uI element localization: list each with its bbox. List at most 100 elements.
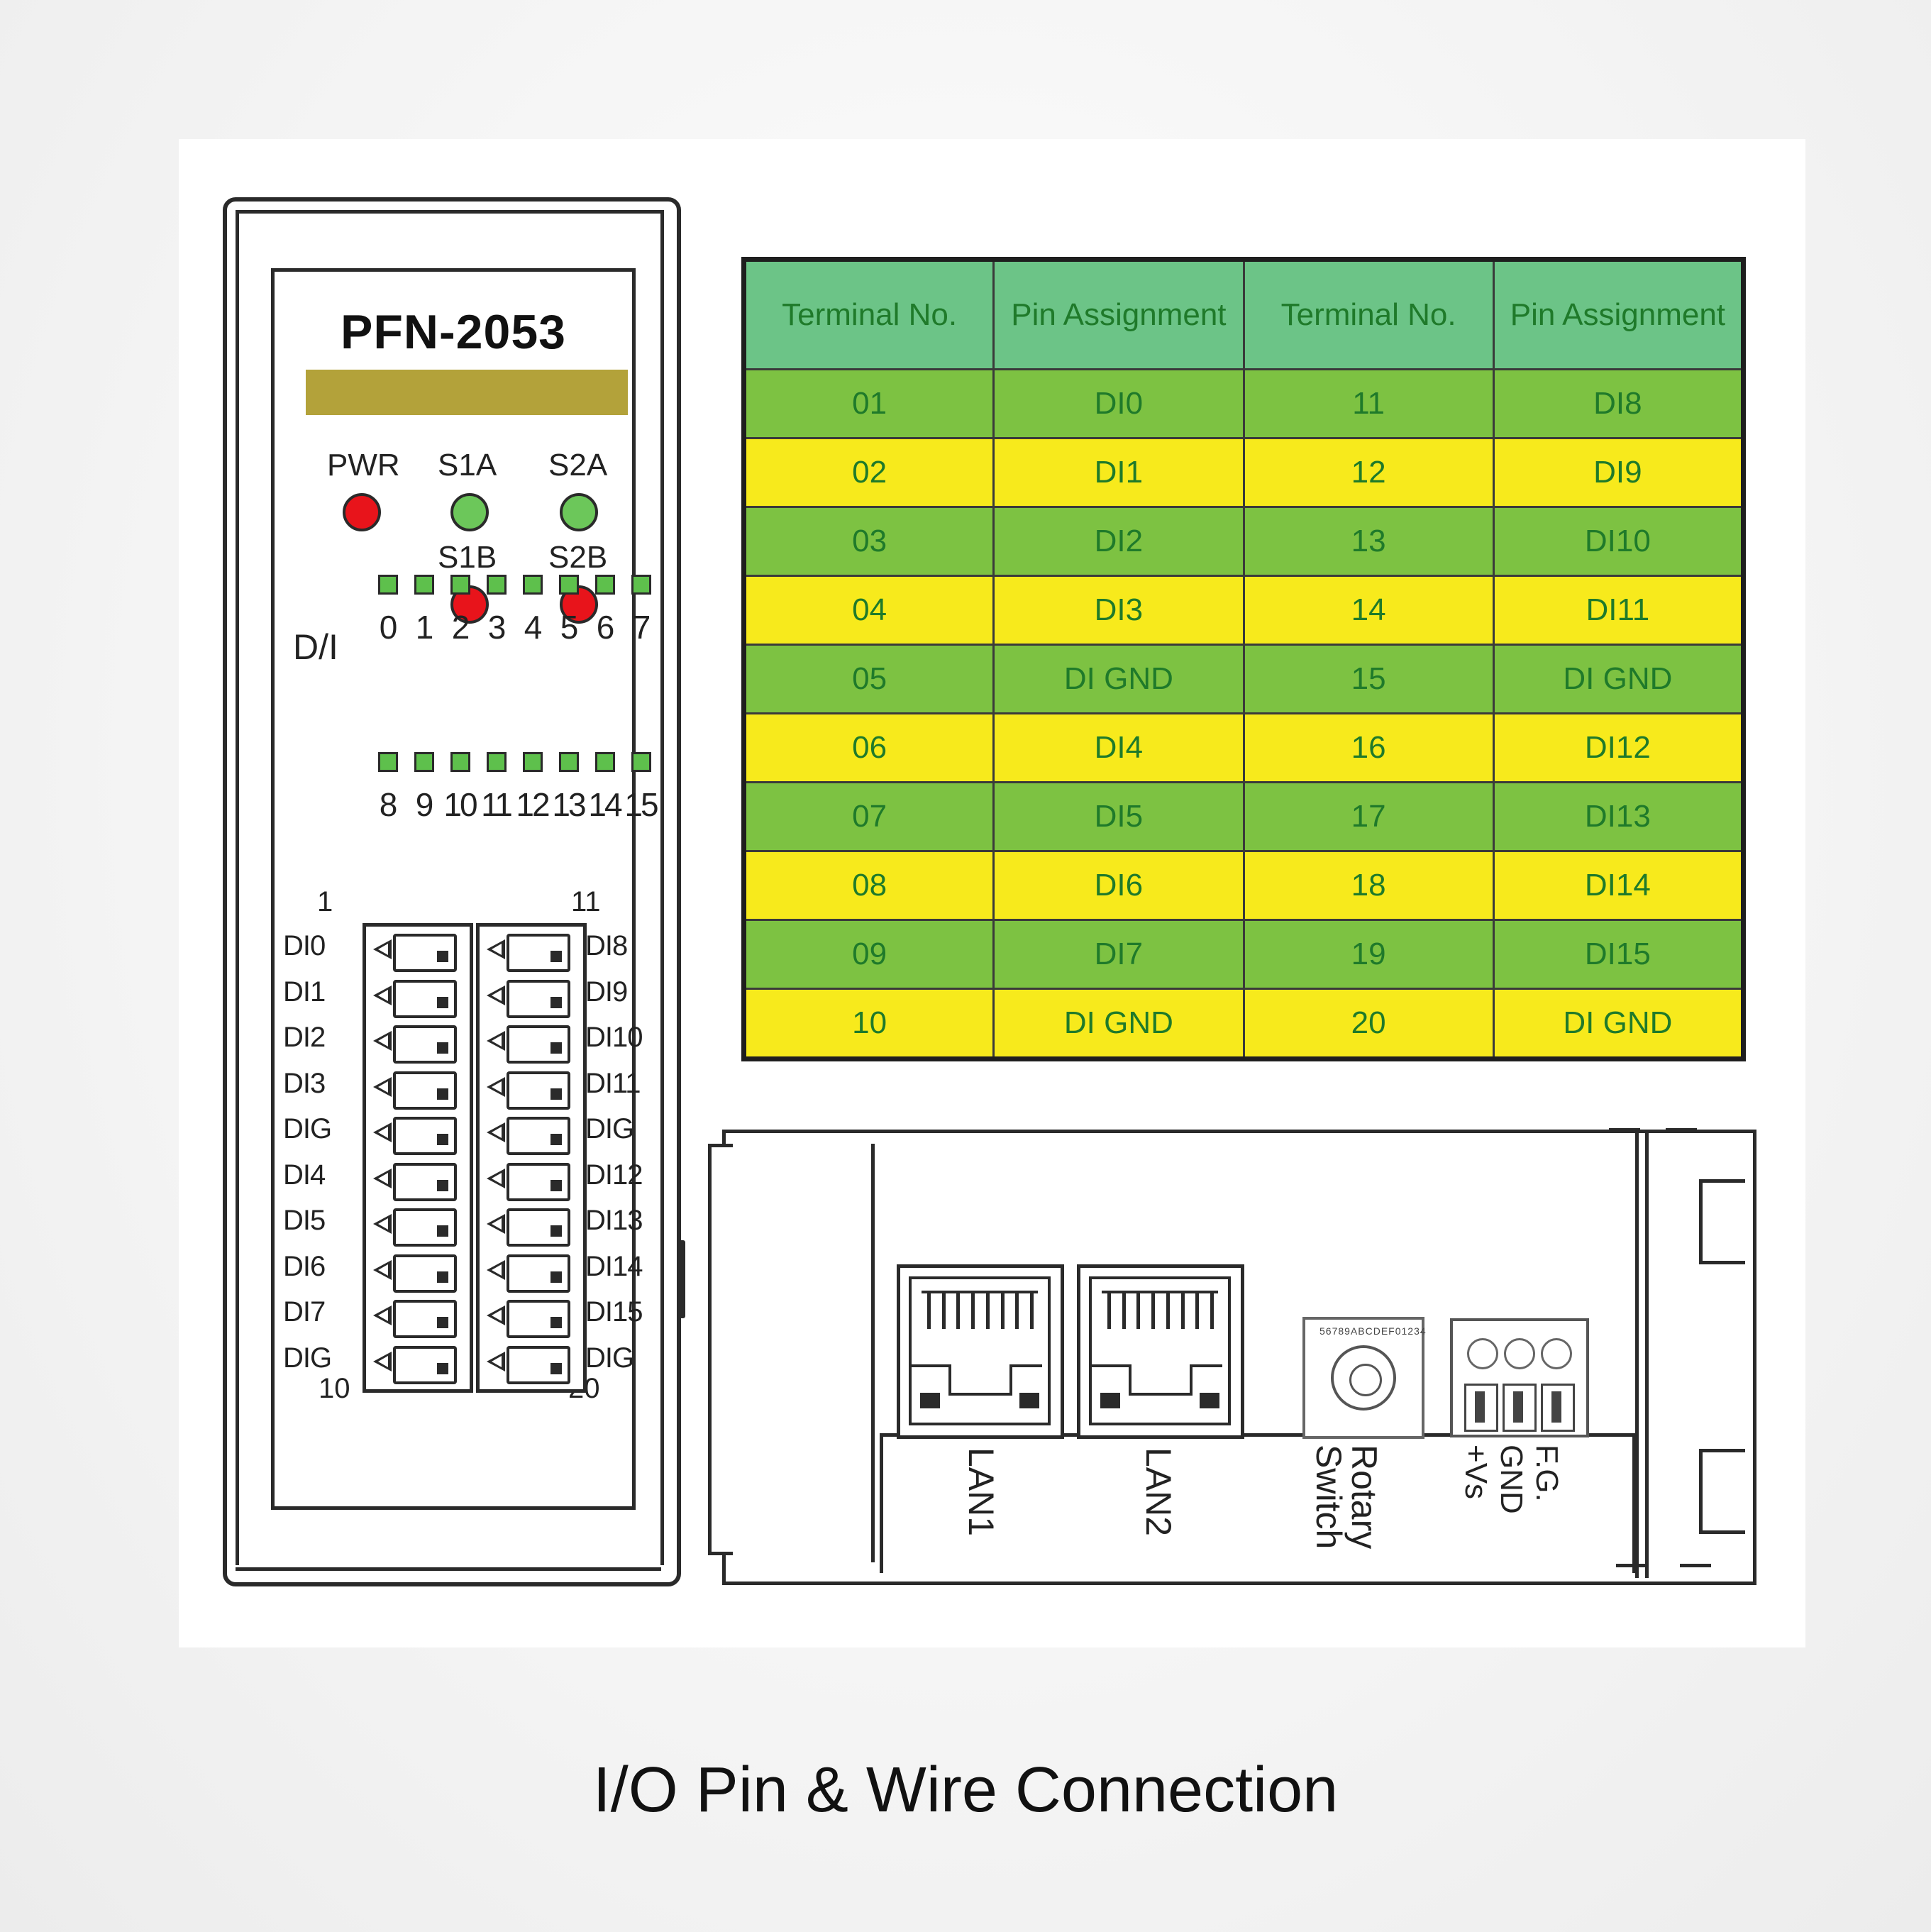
rotary-label-line1: Rotary [1344, 1445, 1384, 1550]
screw-body [393, 1208, 457, 1247]
wire-entry-arrow-icon [492, 1035, 502, 1047]
di-indicator-number: 4 [524, 609, 543, 646]
wire-entry-arrow-icon [378, 1310, 388, 1321]
s2a-led [560, 493, 598, 531]
pin-label: DI4 [283, 1159, 326, 1191]
terminal-screw [373, 1342, 458, 1384]
wire-entry-arrow-icon [378, 1127, 388, 1138]
lan2-label: LAN2 [1139, 1447, 1178, 1537]
housing-edge [1609, 1128, 1640, 1132]
housing-edge [1680, 1564, 1711, 1567]
port-led [1200, 1393, 1219, 1408]
housing-edge [236, 210, 239, 1565]
housing-edge [236, 210, 661, 214]
pin-assignment-cell: DI2 [992, 506, 1245, 577]
pin-assignment-cell: DI GND [1492, 644, 1745, 714]
di-indicator-led [487, 575, 507, 595]
terminal-no-cell: 15 [1242, 644, 1495, 714]
wire-entry-arrow-icon [492, 944, 502, 955]
screw-hole [1504, 1338, 1535, 1369]
di-indicator-number: 11 [481, 786, 513, 823]
terminal-number: 11 [571, 886, 601, 917]
pin-label: DIG [585, 1113, 634, 1144]
port-contacts [1107, 1291, 1214, 1329]
terminal-screw [373, 976, 458, 1018]
di-indicator-label: D/I [293, 627, 338, 667]
terminal-screw [373, 1021, 458, 1064]
port-latch [1129, 1364, 1193, 1396]
pin-label: DI5 [283, 1205, 326, 1236]
wire-entry-arrow-icon [492, 1310, 502, 1321]
terminal-no-cell: 17 [1242, 781, 1495, 852]
terminal-screw [487, 1159, 572, 1201]
device-bottom-view: 56789ABCDEF01234 LAN1 LAN2 Rotary Switch… [708, 1128, 1756, 1585]
header-terminal-no: Terminal No. [1242, 258, 1495, 370]
pin-label: DIG [283, 1342, 332, 1374]
wire-slot [1503, 1384, 1537, 1432]
terminal-no-cell: 01 [742, 368, 995, 439]
din-rail-clip [1699, 1179, 1745, 1264]
terminal-no-cell: 08 [742, 850, 995, 921]
terminal-screw [373, 1250, 458, 1293]
front-panel: PFN-2053 PWR S1A S2A S1B S2B D/I 1 11 10… [271, 268, 659, 1510]
pin-assignment-cell: DI1 [992, 437, 1245, 508]
screw-body [393, 1071, 457, 1110]
di-indicator-number: 15 [624, 786, 658, 823]
model-label-strip [306, 370, 628, 415]
din-clip [678, 1240, 685, 1318]
terminal-screw [487, 929, 572, 972]
screw-body [507, 1254, 570, 1293]
terminal-no-cell: 18 [1242, 850, 1495, 921]
screw-head [550, 1225, 562, 1237]
di-indicator-led [631, 752, 651, 772]
di-indicator-number: 9 [415, 786, 434, 823]
pin-label: DI8 [585, 930, 628, 961]
di-indicator-number: 10 [443, 786, 477, 823]
led-label-s1a: S1A [438, 448, 497, 482]
screw-head [437, 1317, 448, 1328]
terminal-no-cell: 12 [1242, 437, 1495, 508]
terminal-no-cell: 09 [742, 919, 995, 990]
wire-slot [1464, 1384, 1498, 1432]
lan2-port [1077, 1264, 1244, 1439]
wire-entry-arrow-icon [378, 1081, 388, 1093]
housing-edge [708, 1144, 733, 1555]
terminal-no-cell: 20 [1242, 988, 1495, 1060]
di-indicator-number: 12 [516, 786, 550, 823]
vs-label: +Vs [1459, 1445, 1493, 1500]
pin-assignment-cell: DI GND [992, 644, 1245, 714]
terminal-screw [487, 1021, 572, 1064]
pin-label: DIG [585, 1342, 634, 1374]
terminal-no-cell: 14 [1242, 575, 1495, 646]
terminal-no-cell: 13 [1242, 506, 1495, 577]
di-indicator-number: 13 [552, 786, 586, 823]
di-indicator-number: 5 [560, 609, 579, 646]
screw-head [437, 1362, 448, 1374]
terminal-screw [487, 1342, 572, 1384]
terminal-screw [487, 1067, 572, 1110]
di-indicator-number: 8 [379, 786, 398, 823]
pin-assignment-cell: DI11 [1492, 575, 1745, 646]
screw-head [437, 1134, 448, 1145]
pin-assignment-cell: DI4 [992, 712, 1245, 783]
pin-label: DI3 [283, 1067, 326, 1099]
di-indicator-number: 6 [596, 609, 615, 646]
wire-entry-arrow-icon [378, 1035, 388, 1047]
screw-body [507, 1071, 570, 1110]
di-indicator-led [378, 575, 398, 595]
led-label-s2a: S2A [548, 448, 608, 482]
pin-assignment-cell: DI0 [992, 368, 1245, 439]
diagram-card: PFN-2053 PWR S1A S2A S1B S2B D/I 1 11 10… [179, 139, 1805, 1647]
wire-entry-arrow-icon [492, 1081, 502, 1093]
screw-body [507, 1208, 570, 1247]
screw-head [550, 951, 562, 962]
housing-edge [1616, 1564, 1647, 1567]
lan1-label: LAN1 [961, 1447, 1001, 1537]
pin-label: DI7 [283, 1296, 326, 1327]
di-indicator-number: 2 [451, 609, 470, 646]
rotary-label-line2: Switch [1309, 1445, 1349, 1550]
terminal-screw [487, 1250, 572, 1293]
